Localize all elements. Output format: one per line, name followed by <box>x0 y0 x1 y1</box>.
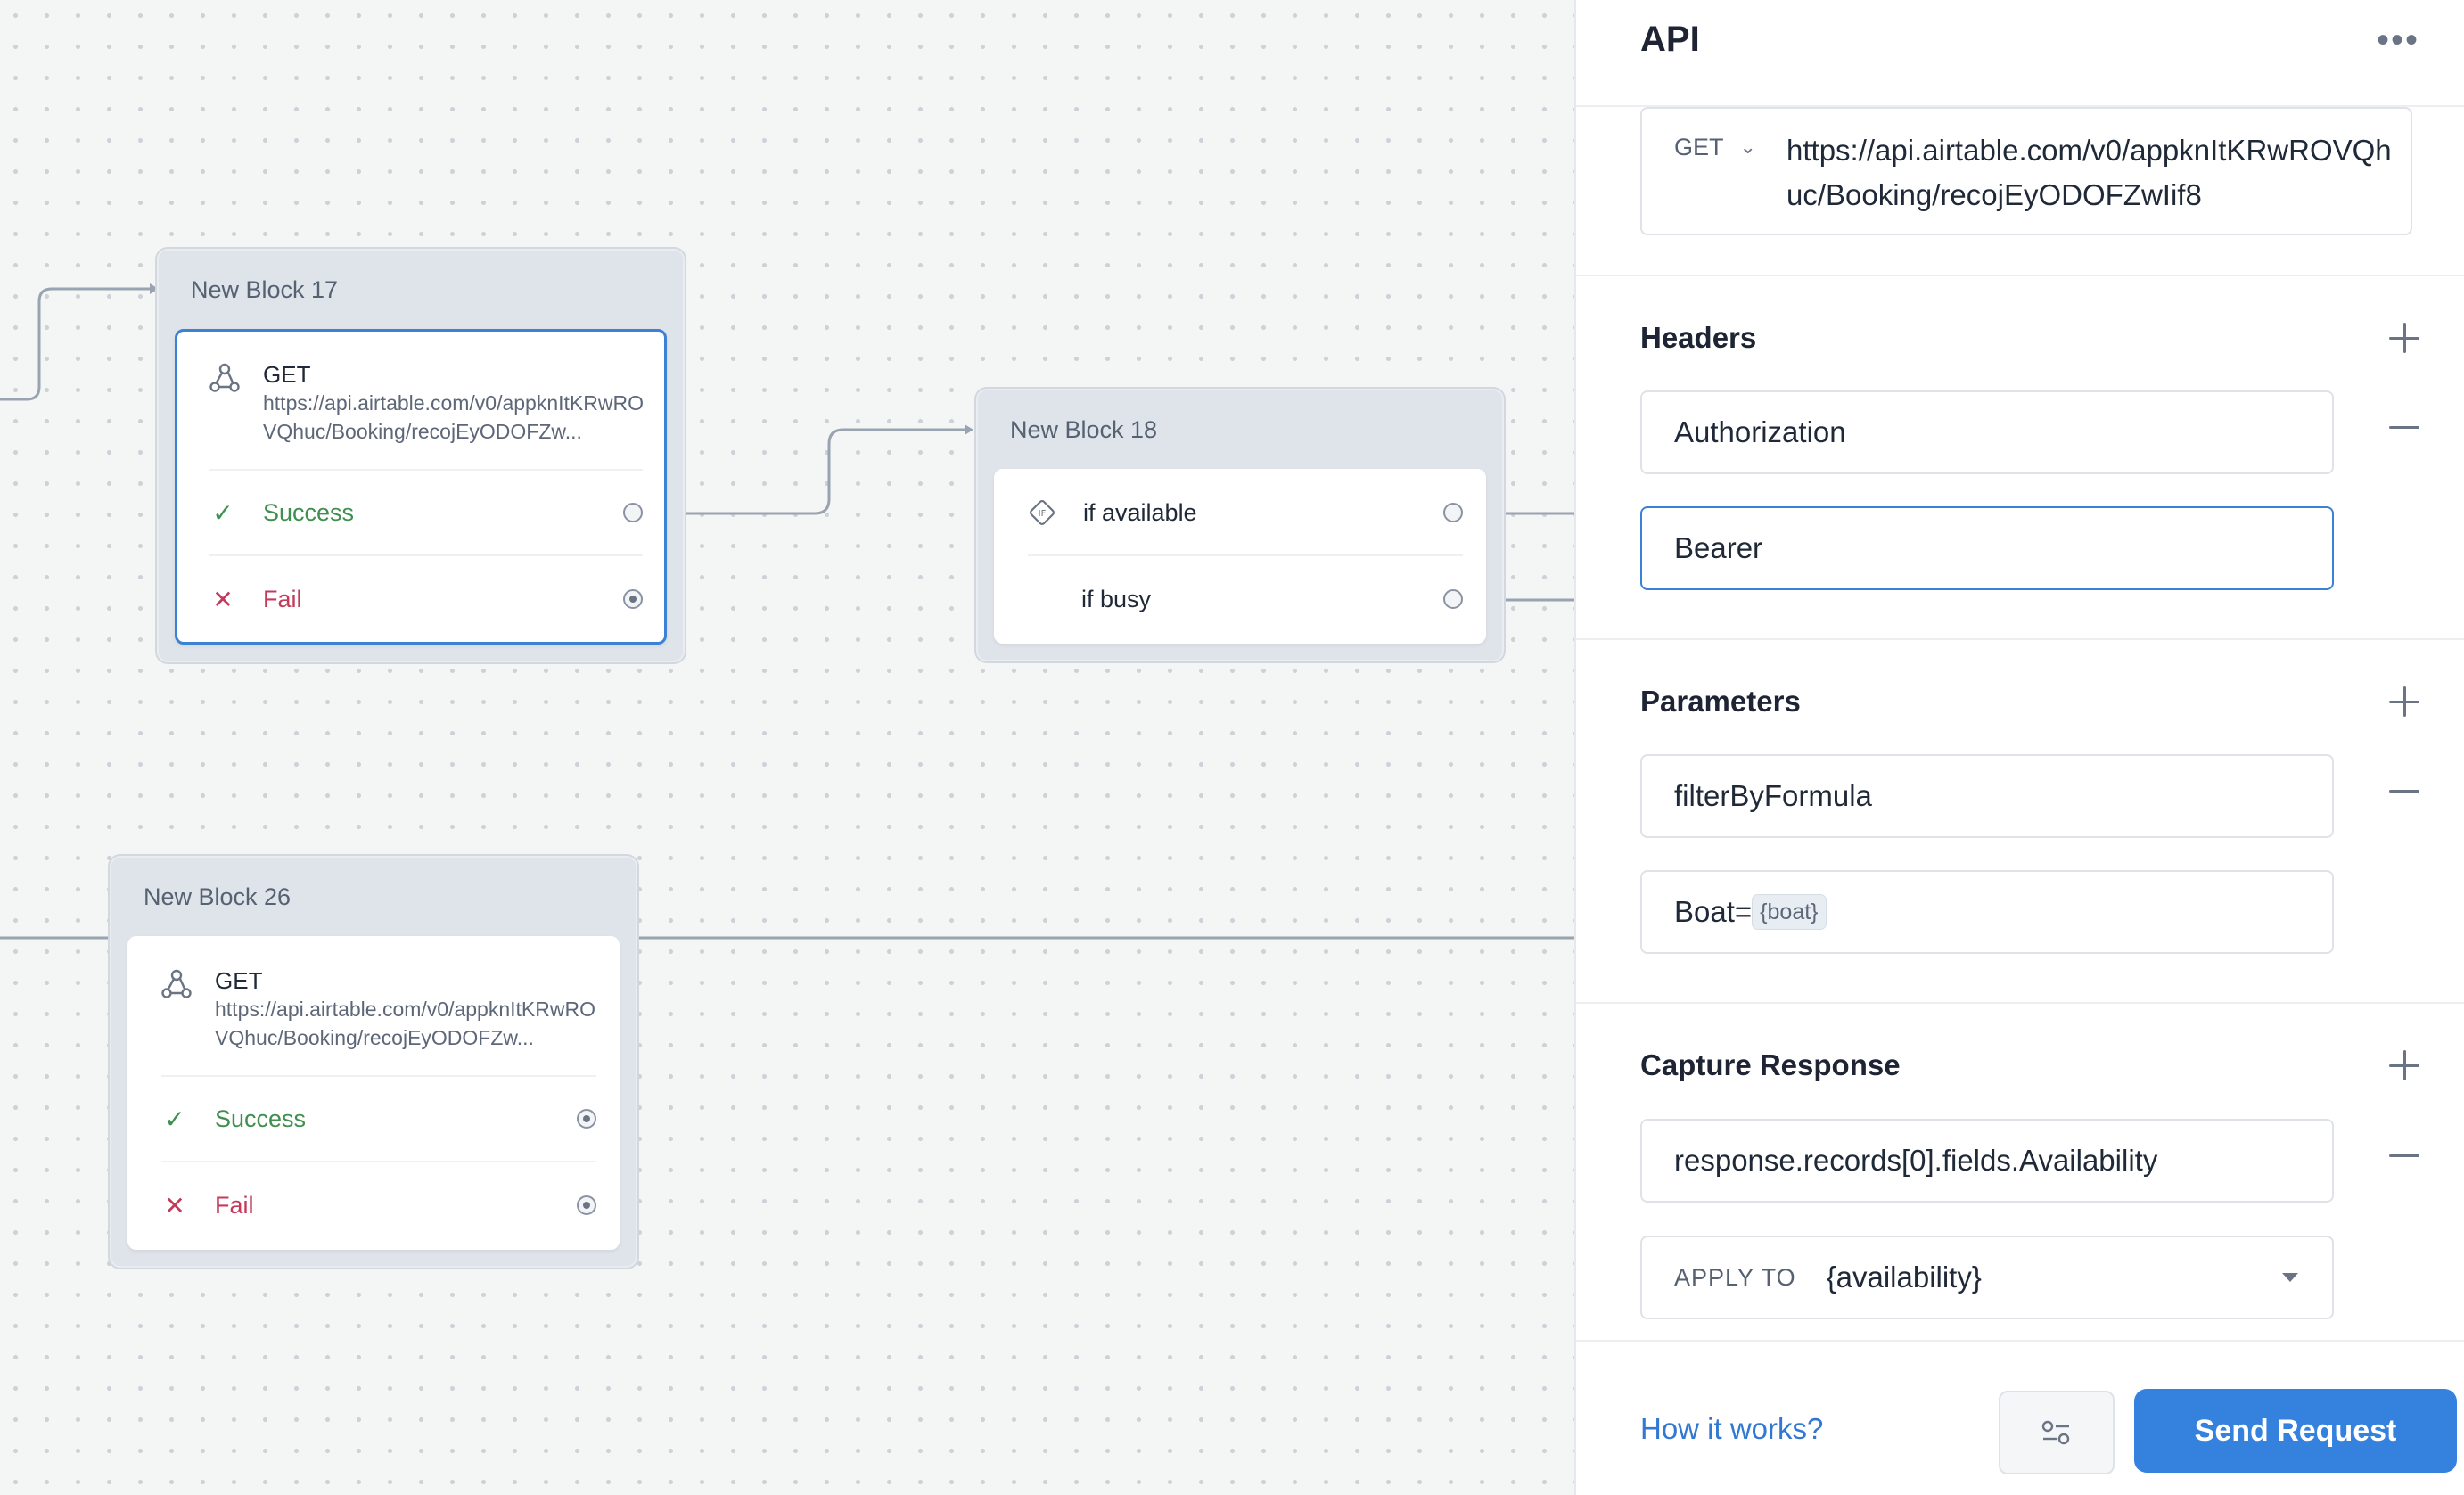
method-value: GET <box>1674 134 1724 160</box>
wire-arrow-block-18 <box>965 424 973 435</box>
output-label: Fail <box>263 585 302 612</box>
caret-down-icon <box>2282 1273 2298 1282</box>
wire-arrow-block-17 <box>150 283 159 294</box>
condition-if-available[interactable]: IF if available <box>1028 471 1463 556</box>
capture-response-title: Capture Response <box>1640 1048 1901 1081</box>
connector-handle[interactable] <box>623 503 643 522</box>
condition-if-icon: IF <box>1030 500 1055 525</box>
flow-block-17[interactable]: New Block 17 GET https://api.airtable.co… <box>157 249 685 662</box>
svg-text:IF: IF <box>1039 509 1047 519</box>
output-label: Success <box>215 1105 307 1132</box>
step-url: https://api.airtable.com/v0/appknItKRwRO… <box>263 391 644 443</box>
wire-success-to-block-18 <box>670 428 965 515</box>
condition-card[interactable]: IF if available if busy <box>994 469 1486 644</box>
divider <box>1576 105 2464 107</box>
connection-wires <box>0 283 1574 940</box>
parameter-value-text: Boat= <box>1674 895 1753 928</box>
chevron-down-icon: ⌄ <box>1739 136 1756 158</box>
remove-parameter-button[interactable] <box>2389 776 2419 806</box>
condition-label: if busy <box>1081 585 1152 612</box>
sliders-icon <box>2041 1420 2070 1445</box>
close-icon: ✕ <box>212 585 234 613</box>
apply-to-label: APPLY TO <box>1674 1264 1796 1291</box>
close-icon: ✕ <box>164 1191 185 1220</box>
header-key-input[interactable]: Authorization <box>1640 390 2334 474</box>
condition-if-busy[interactable]: if busy <box>1028 556 1463 642</box>
flow-block-18[interactable]: New Block 18 IF if available if busy <box>976 389 1504 661</box>
parameter-value-input[interactable]: Boat={boat} <box>1640 870 2334 954</box>
output-label: Success <box>263 498 355 526</box>
url-input[interactable]: https://api.airtable.com/v0/appknItKRwRO… <box>1786 134 2392 211</box>
api-settings-panel: API ••• GET ⌄ https://api.airtable.com/v… <box>1574 0 2464 1495</box>
apply-to-select[interactable]: APPLY TO {availability} <box>1640 1236 2334 1319</box>
add-parameter-button[interactable] <box>2389 686 2419 717</box>
remove-capture-button[interactable] <box>2389 1140 2419 1171</box>
capture-path-input[interactable]: response.records[0].fields.Availability <box>1640 1119 2334 1203</box>
block-title: New Block 17 <box>191 276 339 303</box>
wire-into-block-17 <box>0 287 150 401</box>
add-capture-button[interactable] <box>2389 1050 2419 1080</box>
parameter-key-input[interactable]: filterByFormula <box>1640 754 2334 838</box>
method-select[interactable]: GET ⌄ <box>1642 109 1786 234</box>
connector-handle[interactable] <box>577 1109 596 1129</box>
webhook-icon <box>209 363 240 392</box>
header-value-input[interactable]: Bearer <box>1640 506 2334 590</box>
apply-to-value: {availability} <box>1826 1261 1982 1294</box>
how-it-works-link[interactable]: How it works? <box>1640 1412 1824 1445</box>
step-method: GET <box>215 967 263 994</box>
output-fail[interactable]: ✕ Fail <box>209 556 643 642</box>
connector-handle[interactable] <box>1443 503 1463 522</box>
settings-button[interactable] <box>1999 1391 2115 1474</box>
block-title: New Block 18 <box>1010 416 1158 443</box>
flow-canvas[interactable]: New Block 17 GET https://api.airtable.co… <box>0 0 1574 1495</box>
step-method: GET <box>263 361 311 388</box>
api-step-card[interactable]: GET https://api.airtable.com/v0/appknItK… <box>175 329 667 645</box>
check-icon: ✓ <box>164 1105 185 1133</box>
send-request-button[interactable]: Send Request <box>2134 1389 2457 1473</box>
check-icon: ✓ <box>212 498 234 527</box>
connector-handle[interactable] <box>623 589 643 609</box>
divider <box>1576 638 2464 640</box>
output-label: Fail <box>215 1191 254 1219</box>
panel-title: API <box>1640 20 1700 59</box>
request-url-box[interactable]: GET ⌄ https://api.airtable.com/v0/appknI… <box>1640 107 2412 235</box>
output-success[interactable]: ✓ Success <box>161 1077 596 1162</box>
output-fail[interactable]: ✕ Fail <box>161 1162 596 1248</box>
divider <box>1576 1340 2464 1342</box>
api-step-card[interactable]: GET https://api.airtable.com/v0/appknItK… <box>127 936 620 1250</box>
divider <box>1576 275 2464 276</box>
more-options-icon[interactable]: ••• <box>2376 21 2419 60</box>
headers-title: Headers <box>1640 321 1757 354</box>
api-step-row[interactable]: GET https://api.airtable.com/v0/appknItK… <box>161 938 596 1077</box>
condition-label: if available <box>1083 498 1197 526</box>
add-header-button[interactable] <box>2389 323 2419 353</box>
remove-header-button[interactable] <box>2389 412 2419 442</box>
flow-block-26[interactable]: New Block 26 GET https://api.airtable.co… <box>110 856 637 1268</box>
parameters-title: Parameters <box>1640 685 1801 718</box>
connector-handle[interactable] <box>577 1195 596 1215</box>
api-step-row[interactable]: GET https://api.airtable.com/v0/appknItK… <box>209 332 644 471</box>
connector-handle[interactable] <box>1443 589 1463 609</box>
variable-chip[interactable]: {boat} <box>1752 894 1827 931</box>
block-title: New Block 26 <box>144 883 292 910</box>
output-success[interactable]: ✓ Success <box>209 471 643 556</box>
webhook-icon <box>161 969 192 998</box>
step-url: https://api.airtable.com/v0/appknItKRwRO… <box>215 998 595 1049</box>
divider <box>1576 1002 2464 1004</box>
